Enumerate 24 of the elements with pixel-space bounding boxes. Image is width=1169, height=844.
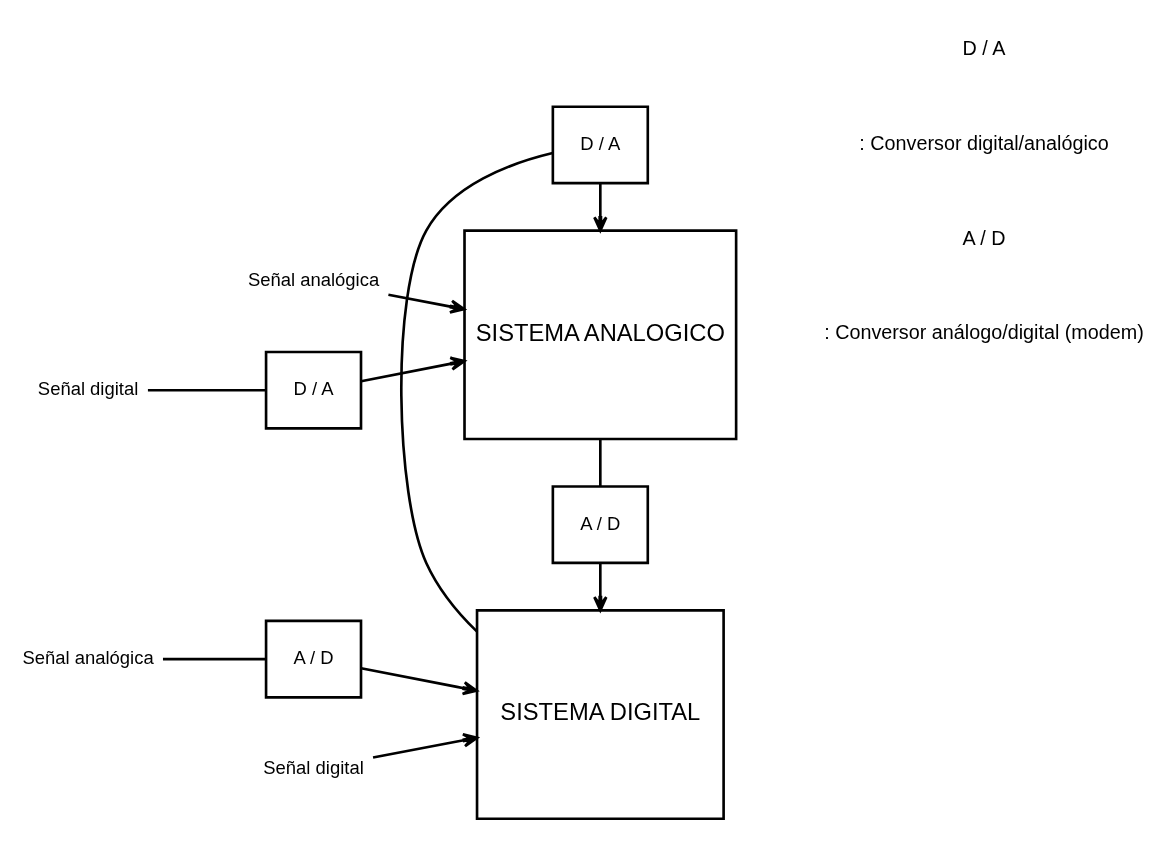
connector (147, 388, 266, 391)
label: : Conversor análogo/digital (modem) (824, 320, 1144, 343)
node-text: Señal analógica (22, 646, 154, 668)
label: D / A (962, 36, 1006, 59)
node-box: SISTEMA DIGITAL (475, 608, 725, 820)
connector (162, 657, 266, 660)
arrow (388, 292, 466, 314)
arrow (593, 182, 608, 232)
arrow (360, 666, 479, 695)
arrow (360, 355, 466, 382)
label: A / D (962, 226, 1006, 248)
arrow (593, 562, 608, 612)
node-text: Señal digital (37, 377, 139, 399)
arrow (372, 732, 479, 759)
connector (599, 438, 602, 486)
label: : Conversor digital/analógico (859, 131, 1109, 154)
node-text: Señal digital (263, 756, 364, 777)
node-box: D / A (264, 350, 363, 430)
node-box: A / D (264, 619, 363, 699)
node-box: A / D (551, 484, 650, 564)
node-text: Señal analógica (247, 268, 380, 290)
node-box: D / A (551, 104, 650, 184)
node-box: SISTEMA ANALOGICO (463, 228, 738, 440)
connector (400, 151, 553, 633)
